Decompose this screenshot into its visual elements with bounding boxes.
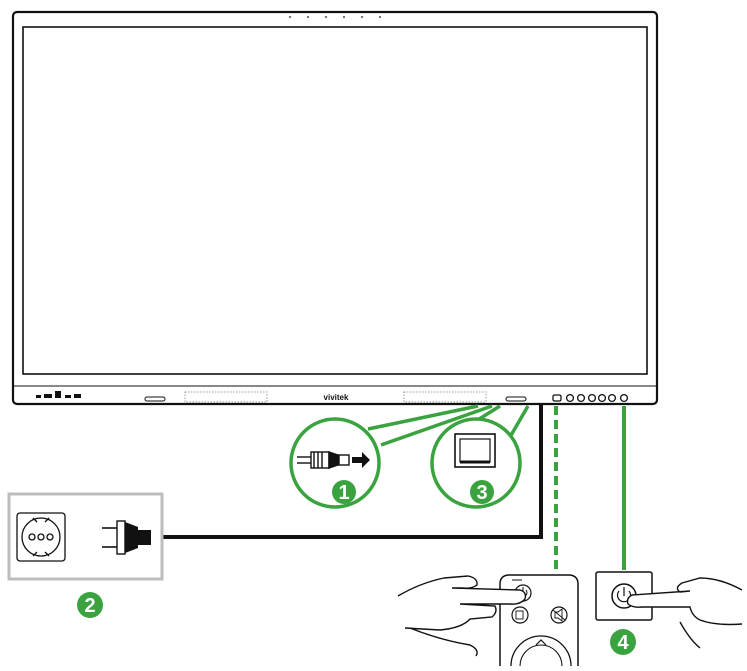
control-button: [597, 393, 607, 403]
control-button: [565, 393, 575, 403]
top-sensor-dots: [289, 16, 381, 18]
panel-power-button: [619, 393, 629, 403]
left-speaker-grille: [184, 391, 268, 403]
step-badge-1: [332, 480, 356, 504]
panel-button-group: 4: [595, 571, 743, 655]
control-button: [607, 393, 617, 403]
step-badge-4: [610, 629, 636, 655]
power-plug-icon: [297, 451, 350, 469]
step-number-1: 1: [338, 482, 349, 504]
remote-input-button: [511, 606, 529, 624]
callout-switch: 3: [430, 417, 522, 509]
insert-arrow-icon: [352, 452, 370, 468]
ir-sensor: [552, 394, 562, 402]
step-number-2: 2: [84, 595, 95, 617]
step-badge-3: [470, 480, 494, 504]
right-slot: [505, 396, 527, 402]
control-button: [587, 393, 597, 403]
step-number-3: 3: [476, 482, 487, 504]
power-cord: [150, 404, 543, 539]
hand-left: [397, 575, 527, 657]
right-speaker-grille: [403, 391, 487, 403]
plug-head-icon: [102, 520, 151, 555]
left-slot: [144, 396, 166, 402]
step-badge-2: [77, 592, 103, 618]
remote-hand-group: [397, 574, 579, 667]
brand-logo: vivitek: [324, 393, 349, 402]
wall-socket-icon: [16, 512, 66, 562]
callout-plug: 1: [289, 417, 381, 509]
display-screen: [22, 26, 648, 375]
remote-dpad: [510, 635, 572, 667]
wall-socket-group: 2: [7, 492, 164, 618]
control-button: [576, 393, 586, 403]
step-number-4: 4: [617, 632, 629, 654]
front-ports: [36, 391, 81, 398]
front-control-buttons: [552, 393, 629, 403]
rocker-switch-icon: [454, 433, 496, 468]
hand-right: [626, 577, 743, 649]
interactive-display: vivitek: [11, 10, 659, 406]
callout-lines: [367, 404, 530, 447]
